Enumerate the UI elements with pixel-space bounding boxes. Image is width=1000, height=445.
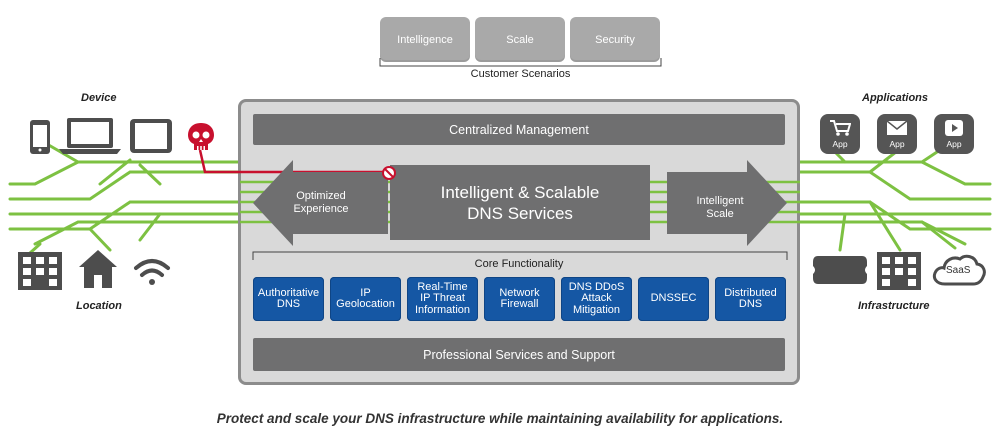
infrastructure-label: Infrastructure (858, 300, 930, 312)
device-label: Device (81, 92, 117, 104)
dns-platform-panel (238, 99, 800, 385)
office-building-icon (18, 252, 62, 290)
scenario-intelligence: Intelligence (380, 17, 470, 62)
centralized-management-bar: Centralized Management (253, 114, 785, 145)
tablet-icon (130, 119, 172, 153)
home-icon (79, 250, 117, 288)
location-label: Location (76, 300, 122, 312)
scenario-security: Security (570, 17, 660, 62)
optimized-experience-arrow (253, 160, 388, 246)
phone-icon (30, 120, 50, 154)
saas-label: SaaS (946, 265, 971, 276)
wifi-icon (134, 259, 170, 285)
intelligent-scale-label: Intelligent Scale (696, 195, 744, 220)
shopping-cart-app-icon: App (820, 114, 860, 154)
server-rack-icon (813, 256, 867, 284)
optimized-experience-label: Optimized Experience (293, 190, 349, 215)
saas-cloud-icon (932, 254, 986, 286)
skull-icon (188, 123, 214, 150)
scenario-scale: Scale (475, 17, 565, 62)
core-functionality-label: Core Functionality (474, 258, 564, 270)
customer-scenarios-label: Customer Scenarios (470, 68, 571, 80)
laptop-icon (59, 118, 121, 154)
intelligent-scale-arrow (667, 160, 787, 246)
video-app-icon: App (934, 114, 974, 154)
mail-app-icon: App (877, 114, 917, 154)
applications-label: Applications (862, 92, 929, 104)
professional-services-bar: Professional Services and Support (253, 338, 785, 371)
core-bracket (252, 251, 788, 260)
datacenter-building-icon (877, 252, 921, 290)
core-dnssec: DNSSEC (638, 277, 709, 321)
scenarios-bracket (379, 58, 662, 67)
block-icon (382, 166, 396, 180)
diagram-caption: Protect and scale your DNS infrastructur… (216, 411, 784, 426)
dns-services-box: Intelligent & Scalable DNS Services (390, 165, 650, 240)
